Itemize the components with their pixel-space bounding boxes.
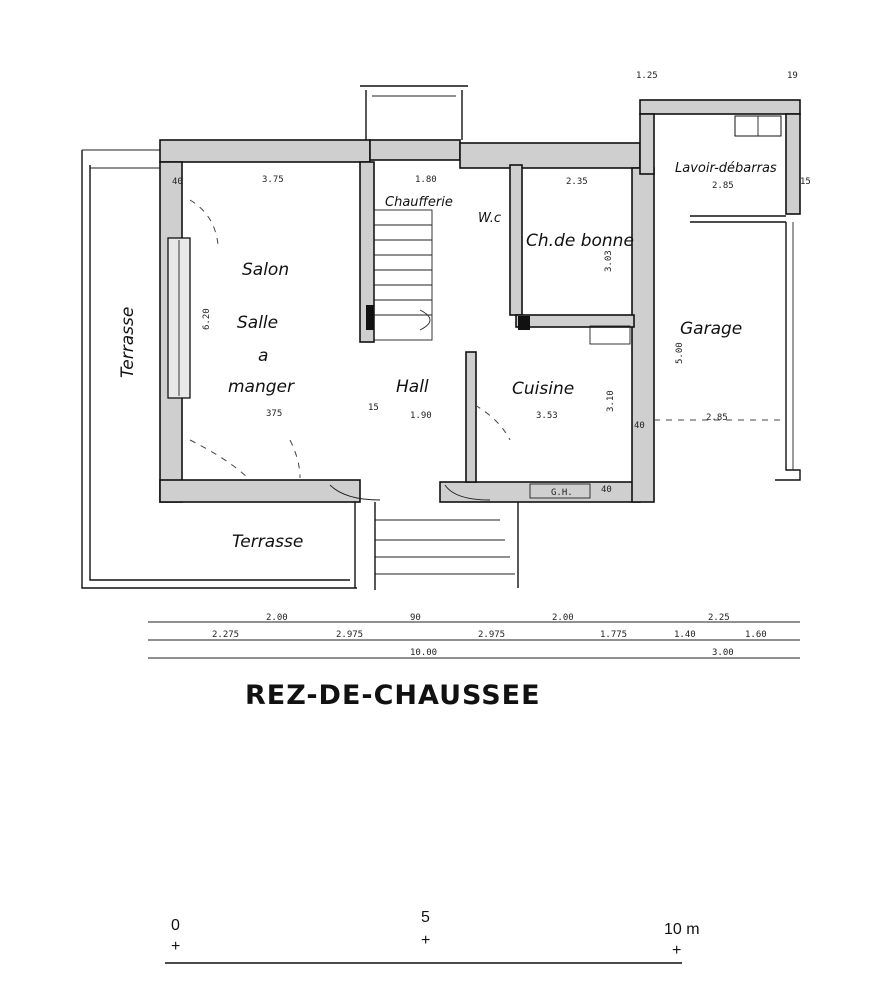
dim-500: 5.00 xyxy=(675,342,685,364)
room-salle: Salle xyxy=(237,313,278,333)
scale-label-10: 10 m xyxy=(664,921,700,938)
dim-375-top: 3.75 xyxy=(262,175,284,185)
room-hall: Hall xyxy=(396,377,429,397)
dim-15a: 15 xyxy=(368,403,379,413)
room-chaufferie: Chaufferie xyxy=(385,195,453,210)
scale-label-0: 0 xyxy=(171,917,180,934)
room-terrasse-south: Terrasse xyxy=(232,532,303,552)
dimension-chain: 2.00 90 2.00 2.25 2.275 2.975 2.975 1.77… xyxy=(148,613,800,659)
dim-353: 3.53 xyxy=(536,411,558,421)
dim-b-140: 1.40 xyxy=(674,630,696,640)
dim-285-top: 2.85 xyxy=(712,181,734,191)
room-a: a xyxy=(258,346,268,366)
svg-text:+: + xyxy=(171,938,180,955)
staircase xyxy=(366,209,433,341)
svg-text:+: + xyxy=(421,932,430,949)
door-swings xyxy=(189,199,511,501)
svg-text:+: + xyxy=(672,942,681,959)
dim-190: 1.90 xyxy=(410,411,432,421)
scale-label-5: 5 xyxy=(421,909,430,926)
dim-b-225: 2.25 xyxy=(708,613,730,623)
dim-b-2275: 2.275 xyxy=(212,630,239,640)
scale-bar: 0 5 10 m + + + xyxy=(165,909,700,964)
dim-40c: 40 xyxy=(601,485,612,495)
dim-620: 6.20 xyxy=(202,308,212,330)
room-wc: W.c xyxy=(478,211,501,226)
salon-bay xyxy=(167,237,191,399)
dim-b-2975a: 2.975 xyxy=(336,630,363,640)
dim-b-200b: 2.00 xyxy=(552,613,574,623)
dim-b-300: 3.00 xyxy=(712,648,734,658)
dim-b-90: 90 xyxy=(410,613,421,623)
dim-310: 3.10 xyxy=(606,390,616,412)
dim-40a: 40 xyxy=(172,177,183,187)
dim-375-mid: 375 xyxy=(266,409,282,419)
garage-annex xyxy=(639,99,801,481)
room-manger: manger xyxy=(228,377,295,397)
plan-title: REZ-DE-CHAUSSEE xyxy=(245,680,541,711)
dim-285-bot: 2.85 xyxy=(706,413,728,423)
room-labels: Terrasse Terrasse Salon Salle a manger H… xyxy=(118,161,777,552)
dim-303: 3.03 xyxy=(604,250,614,272)
dim-125: 1.25 xyxy=(636,71,658,81)
dim-19: 19 xyxy=(787,71,798,81)
label-gh: G.H. xyxy=(551,488,573,498)
dim-b-1000: 10.00 xyxy=(410,648,437,658)
room-salon: Salon xyxy=(242,260,289,280)
room-ch-bonne: Ch.de bonne xyxy=(526,231,634,251)
interior-dimensions: 3.75 1.80 2.35 2.85 375 1.90 3.53 2.85 6… xyxy=(172,71,811,495)
entrance-steps xyxy=(354,502,519,590)
room-garage: Garage xyxy=(680,319,742,339)
dim-b-1775: 1.775 xyxy=(600,630,627,640)
dim-b-160: 1.60 xyxy=(745,630,767,640)
room-lavoir: Lavoir-débarras xyxy=(675,161,777,176)
dim-b-2975b: 2.975 xyxy=(478,630,505,640)
room-cuisine: Cuisine xyxy=(512,379,574,399)
north-porch xyxy=(360,85,468,140)
dim-40b: 40 xyxy=(634,421,645,431)
room-terrasse-west: Terrasse xyxy=(118,307,138,378)
dim-b-200a: 2.00 xyxy=(266,613,288,623)
kitchen-fixtures xyxy=(518,316,631,499)
dim-180: 1.80 xyxy=(415,175,437,185)
dim-235: 2.35 xyxy=(566,177,588,187)
dim-15b: 15 xyxy=(800,177,811,187)
